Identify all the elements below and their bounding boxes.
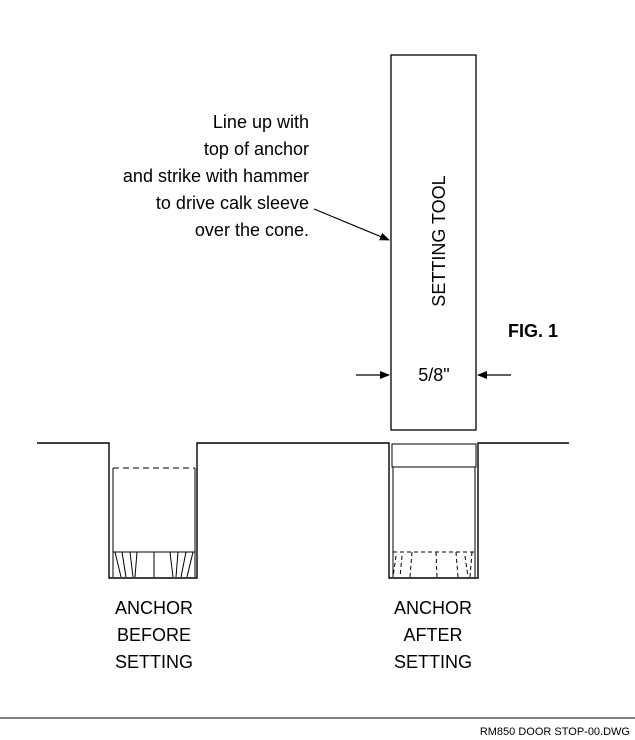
anchor-before-setting <box>112 467 196 578</box>
note-leader-arrow <box>313 208 390 241</box>
note-line-5: over the cone. <box>195 220 309 240</box>
instruction-note: Line up with top of anchor and strike wi… <box>123 112 309 240</box>
cone-taper-lines <box>114 551 194 578</box>
setting-tool-tip-in-hole <box>391 443 477 468</box>
anchor-after-label: ANCHOR AFTER SETTING <box>394 598 472 672</box>
setting-tool <box>390 54 477 431</box>
anchor-after-line-3: SETTING <box>394 652 472 672</box>
note-line-3: and strike with hammer <box>123 166 309 186</box>
note-line-2: top of anchor <box>204 139 309 159</box>
figure-label: FIG. 1 <box>508 321 558 341</box>
width-dimension: 5/8" <box>356 365 511 385</box>
surface-line <box>37 442 569 579</box>
dimension-label: 5/8" <box>418 365 449 385</box>
anchor-after-setting <box>391 443 477 578</box>
setting-tool-label: SETTING TOOL <box>429 175 449 306</box>
note-line-1: Line up with <box>213 112 309 132</box>
anchor-after-line-1: ANCHOR <box>394 598 472 618</box>
anchor-before-line-2: BEFORE <box>117 625 191 645</box>
anchor-before-line-3: SETTING <box>115 652 193 672</box>
anchor-after-line-2: AFTER <box>403 625 462 645</box>
expanded-cone-hidden-lines <box>392 551 475 578</box>
anchor-before-line-1: ANCHOR <box>115 598 193 618</box>
drawing-file-name: RM850 DOOR STOP-00.DWG <box>480 726 630 738</box>
anchor-before-label: ANCHOR BEFORE SETTING <box>115 598 193 672</box>
note-line-4: to drive calk sleeve <box>156 193 309 213</box>
